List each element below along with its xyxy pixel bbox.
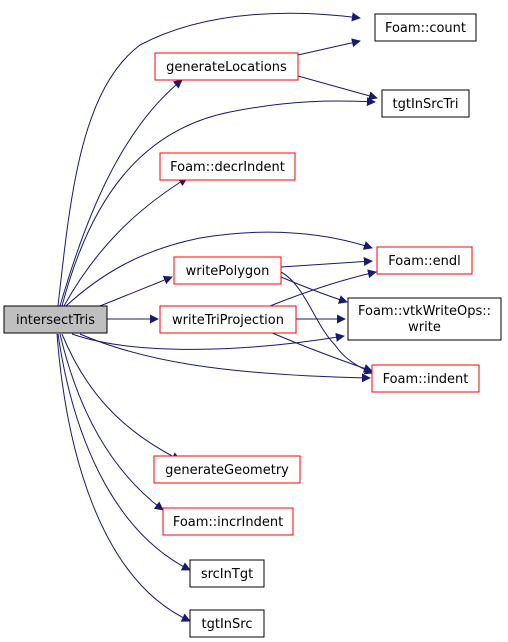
edge-intersectTris-count [57, 12, 361, 307]
edge-writeTriProjection-indent [269, 331, 373, 373]
node-label: Foam::count [385, 21, 466, 36]
node-foam-endl[interactable]: Foam::endl [376, 246, 473, 275]
edge-generateLocations-count [297, 38, 361, 56]
edge-intersectTris-endl [65, 231, 373, 307]
node-generateLocations[interactable]: generateLocations [154, 52, 299, 81]
node-label: srcInTgt [201, 567, 253, 582]
node-writeTriProjection[interactable]: writeTriProjection [159, 305, 297, 334]
node-tgtInSrc[interactable]: tgtInSrc [189, 609, 265, 638]
edge-intersectTris-incrIndent [59, 333, 164, 511]
edges [56, 12, 378, 622]
node-label: generateGeometry [165, 463, 289, 478]
edge-generateLocations-tgtInSrcTri [297, 75, 378, 101]
node-tgtInSrcTri[interactable]: tgtInSrcTri [381, 89, 470, 118]
edge-writeTriProjection-endl [269, 269, 377, 307]
node-label: generateLocations [166, 60, 287, 75]
node-label: Foam::endl [388, 254, 460, 269]
edge-intersectTris-indent [79, 333, 371, 383]
edge-intersectTris-tgtInSrc [56, 333, 191, 622]
node-label: writeTriProjection [172, 313, 284, 328]
node-label: intersectTris [16, 313, 95, 328]
node-label: Foam::indent [383, 372, 469, 387]
edge-writePolygon-endl [280, 257, 373, 268]
edge-intersectTris-vtkWrite [71, 332, 345, 350]
edge-intersectTris-generateLocations [59, 79, 183, 307]
node-label: tgtInSrcTri [393, 97, 459, 112]
node-label-line1: Foam::vtkWriteOps:: [358, 304, 491, 319]
edge-intersectTris-decrIndent [63, 177, 188, 307]
node-foam-indent[interactable]: Foam::indent [371, 364, 480, 393]
edge-intersectTris-generateGeometry [61, 333, 181, 461]
node-label-line2: write [408, 320, 441, 335]
edge-intersectTris-writePolygon [99, 275, 173, 307]
node-label: tgtInSrc [202, 617, 253, 632]
node-generateGeometry[interactable]: generateGeometry [153, 455, 301, 484]
node-intersectTris[interactable]: intersectTris [3, 305, 108, 334]
node-label: writePolygon [186, 264, 270, 279]
node-srcInTgt[interactable]: srcInTgt [189, 559, 265, 588]
edge-intersectTris-tgtInSrcTri [61, 97, 376, 307]
node-foam-decrIndent[interactable]: Foam::decrIndent [159, 152, 296, 181]
node-label: Foam::incrIndent [173, 515, 283, 530]
node-foam-count[interactable]: Foam::count [374, 13, 477, 42]
edge-intersectTris-srcInTgt [57, 333, 191, 571]
node-label: Foam::decrIndent [170, 160, 285, 175]
node-writePolygon[interactable]: writePolygon [173, 256, 282, 285]
node-foam-incrIndent[interactable]: Foam::incrIndent [162, 507, 294, 536]
node-foam-vtkWriteOps-write[interactable]: Foam::vtkWriteOps:: write [347, 297, 502, 341]
